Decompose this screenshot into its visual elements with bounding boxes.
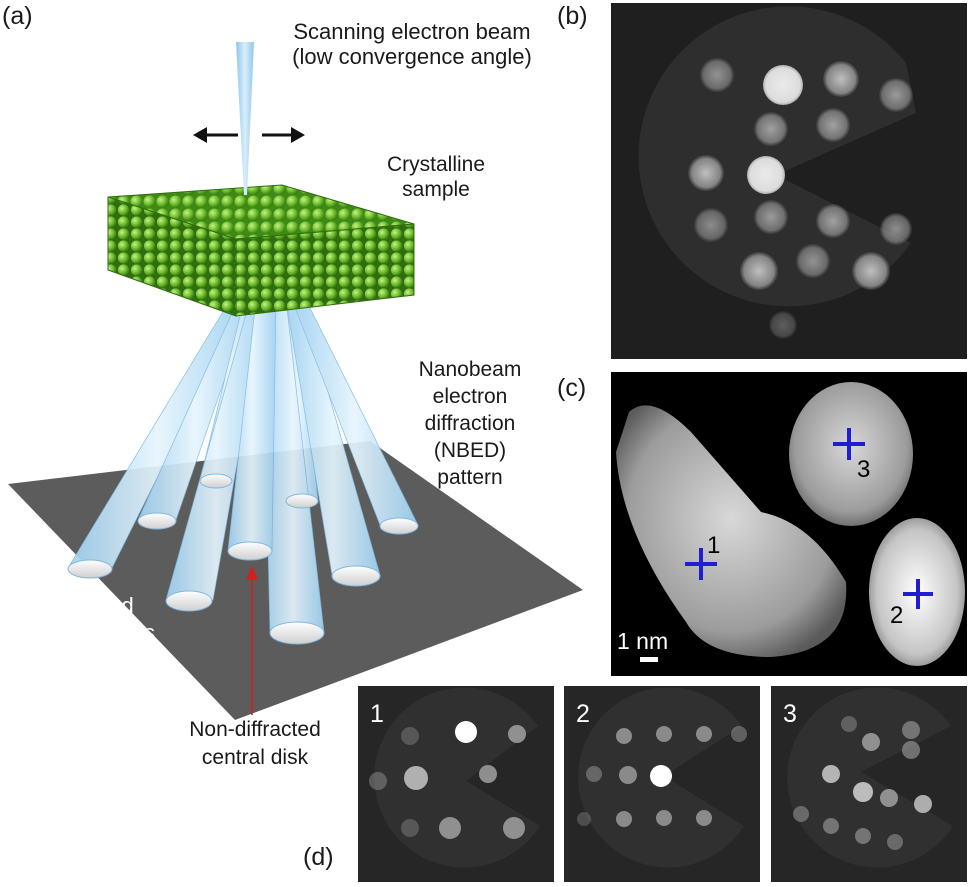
incident-beam bbox=[236, 42, 254, 195]
scale-bar bbox=[640, 657, 658, 662]
central-caption-line1: Non-diffracted bbox=[189, 718, 321, 741]
beam-caption-line2: (low convergence angle) bbox=[292, 44, 532, 69]
nbed-caption: Nanobeam electron diffraction (NBED) pat… bbox=[405, 356, 535, 491]
sample-caption-line1: Crystalline bbox=[386, 153, 486, 176]
panel-a-label: (a) bbox=[2, 2, 33, 30]
nbed-pattern-image bbox=[611, 3, 967, 359]
pattern-2-label: 2 bbox=[576, 700, 590, 728]
pattern-1-label: 1 bbox=[370, 700, 384, 728]
scale-bar-label: 1 nm bbox=[617, 628, 668, 654]
sample-caption-line2: sample bbox=[402, 178, 470, 201]
crystalline-sample bbox=[107, 184, 415, 317]
sample-caption: Crystalline sample bbox=[370, 152, 502, 202]
panel-d-label: (d) bbox=[303, 843, 334, 871]
position-markers bbox=[685, 428, 933, 609]
nbed-caption-line4: (NBED) bbox=[433, 439, 507, 462]
scan-direction-arrows bbox=[193, 127, 305, 143]
nbed-schematic bbox=[8, 42, 583, 720]
diffracted-beams bbox=[67, 299, 419, 633]
bragg-disks-on-detector bbox=[67, 473, 419, 645]
panel-b-label: (b) bbox=[557, 2, 588, 30]
virtual-dark-field-image: 1 2 3 1 nm bbox=[611, 372, 967, 676]
nbed-pattern-3: 3 bbox=[771, 686, 967, 882]
bragg-caption-line1: Diffracted bbox=[40, 593, 134, 618]
panel-c-label: (c) bbox=[557, 374, 587, 402]
nbed-caption-line3: diffraction bbox=[424, 412, 516, 435]
central-caption-line2: central disk bbox=[201, 746, 309, 769]
central-disk-pointer bbox=[246, 566, 258, 715]
beam-caption-line1: Scanning electron beam bbox=[293, 19, 531, 44]
marker-1-label: 1 bbox=[707, 532, 720, 559]
nbed-caption-line5: pattern bbox=[437, 466, 503, 489]
nbed-pattern-2: 2 bbox=[564, 686, 760, 882]
marker-3-label: 3 bbox=[857, 456, 870, 483]
bragg-caption: Diffracted Bragg disks bbox=[40, 592, 155, 646]
bragg-caption-line2: Bragg disks bbox=[40, 620, 155, 645]
nbed-caption-line1: Nanobeam bbox=[418, 358, 522, 381]
nbed-pattern-1: 1 bbox=[358, 686, 554, 882]
beam-caption: Scanning electron beam (low convergence … bbox=[262, 19, 562, 69]
marker-2-label: 2 bbox=[890, 602, 903, 629]
central-caption: Non-diffracted central disk bbox=[160, 716, 350, 772]
pattern-3-label: 3 bbox=[783, 700, 797, 728]
nbed-caption-line2: electron bbox=[432, 385, 508, 408]
